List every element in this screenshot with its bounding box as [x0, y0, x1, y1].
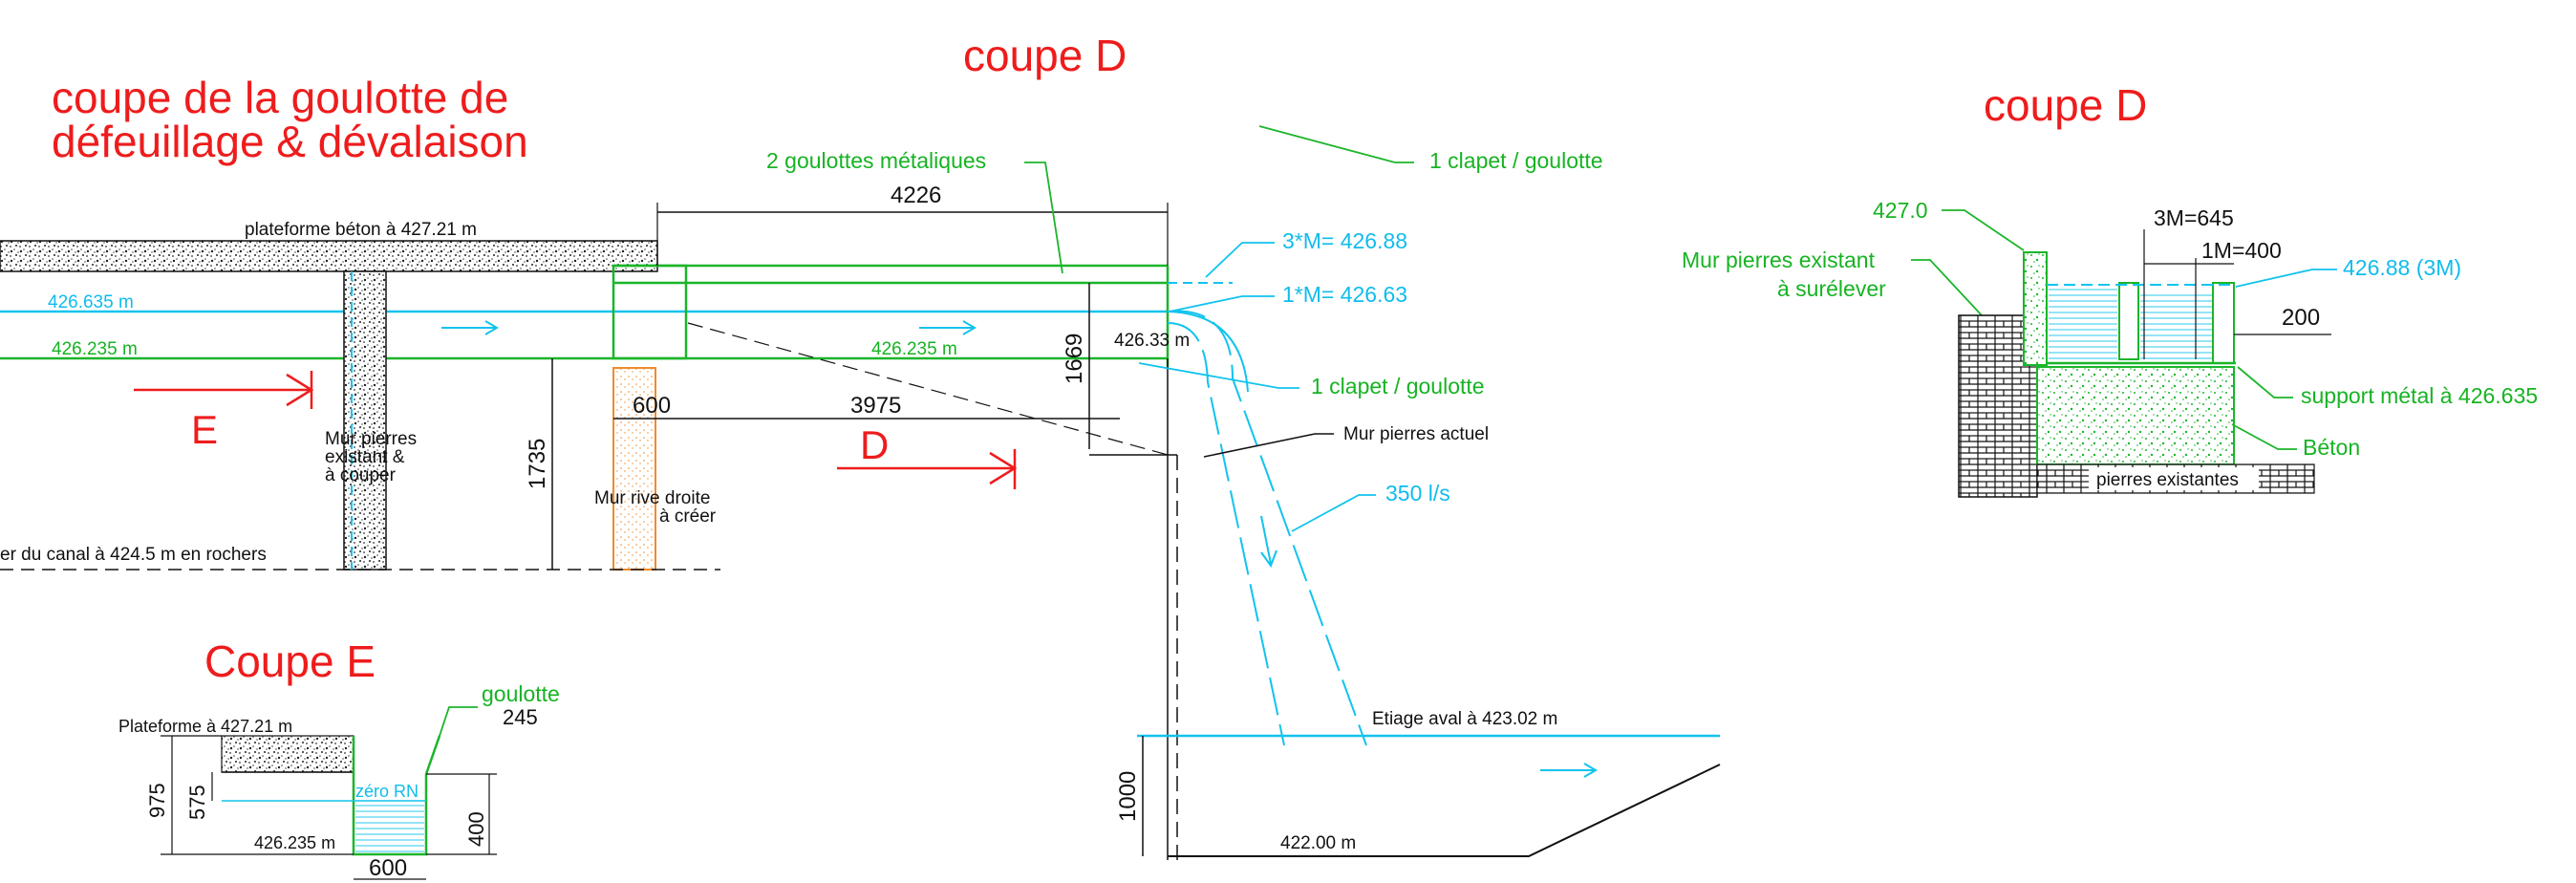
section-D-stones-label: pierres existantes: [2096, 470, 2239, 490]
section-D-4270-label: 427.0: [1873, 198, 1928, 223]
section-E-level-426235: 426.235 m: [254, 833, 335, 852]
section-E-platform-label: Plateforme à 427.21 m: [118, 717, 292, 736]
section-E-dim-400: 400: [464, 811, 488, 847]
dim-1669: 1669: [1062, 334, 1087, 384]
level-42633-label: 426.33 m: [1114, 331, 1190, 351]
jet-curve-solid: [1167, 311, 1249, 393]
dim-1000: 1000: [1115, 771, 1141, 822]
section-D-right-wall: [2212, 282, 2235, 364]
section-D-wall-label-l2: à surélever: [1777, 276, 1886, 301]
section-E-dim-245: 245: [503, 705, 538, 729]
section-D-water-large: [2049, 287, 2117, 359]
section-D-4270-leader: [1942, 209, 2025, 251]
section-D-dim-3M: 3M=645: [2154, 205, 2234, 230]
wall-existing-to-cut: [343, 270, 387, 571]
section-D-title: coupe D: [1984, 80, 2147, 130]
flow-350-leader: [1291, 494, 1376, 532]
section-D-beton-leader: [2231, 423, 2297, 450]
main-title-line2: défeuillage & dévalaison: [52, 117, 528, 166]
section-E-dim-975: 975: [145, 783, 169, 818]
section-E-channel: [352, 736, 428, 856]
coupe-d-center-title: coupe D: [963, 31, 1127, 80]
flow-350-label: 350 l/s: [1385, 481, 1450, 506]
jet-curve-inner: [1167, 322, 1285, 746]
dim-600: 600: [633, 393, 671, 419]
clapet-mid-leader: [1138, 362, 1299, 389]
section-E-goulotte-label: goulotte: [482, 681, 560, 706]
level-426635-label: 426.635 m: [48, 292, 134, 312]
dim-1735: 1735: [525, 439, 550, 489]
section-E-channel-right: [424, 735, 441, 775]
goulottes-leader: [1024, 162, 1063, 274]
level-426235-label-left: 426.235 m: [52, 339, 138, 359]
jet-flow-arrow: [1260, 515, 1277, 569]
section-D-water-small: [2140, 292, 2213, 359]
wall-right-bank-label-l1: Mur rive droite: [594, 488, 710, 508]
level-426235-label-mid: 426.235 m: [871, 339, 957, 359]
wall-actual-label: Mur pierres actuel: [1343, 424, 1489, 444]
section-D-raised-wall: [2023, 251, 2048, 366]
section-D-dim-200: 200: [2282, 305, 2320, 331]
section-E-zero-label: zéro RN: [355, 782, 419, 801]
diagonal-dashed-line: [687, 322, 1169, 456]
main-title-line1: coupe de la goulotte de: [52, 73, 508, 122]
section-D-support-label: support métal à 426.635: [2301, 383, 2538, 408]
concrete-platform: [0, 240, 658, 272]
section-D-42688-label: 426.88 (3M): [2343, 255, 2461, 280]
section-D-wall-label-l1: Mur pierres existant: [1682, 248, 1876, 272]
section-E-water: [355, 801, 424, 852]
section-E-letter: E: [191, 407, 218, 452]
section-D-42688-leader: [2235, 269, 2337, 288]
level-1M-label: 1*M= 426.63: [1282, 282, 1407, 307]
section-D-detail: coupe D 427.0 Mur pierres existant à sur…: [1682, 80, 2538, 498]
dim-3975: 3975: [850, 393, 901, 419]
clapet-top-label: 1 clapet / goulotte: [1429, 148, 1603, 173]
riverbed-line: [1168, 764, 1721, 857]
section-E-dim-600: 600: [369, 855, 407, 881]
level-3M-leader: [1205, 242, 1275, 278]
section-D-dim-1M: 1M=400: [2201, 238, 2282, 263]
section-E-dim-575: 575: [185, 785, 209, 820]
low-water-label: Etiage aval à 423.02 m: [1372, 709, 1557, 729]
section-marker-D: [837, 449, 1018, 489]
riverbed-level-label: 422.00 m: [1280, 833, 1356, 853]
main-section: coupe de la goulotte de défeuillage & dé…: [0, 31, 1721, 860]
section-E-platform: [221, 735, 354, 773]
platform-label: plateforme béton à 427.21 m: [245, 220, 477, 240]
section-marker-E: [134, 371, 314, 409]
wall-existing-label-l3: à couper: [325, 465, 397, 485]
clapet-mid-label: 1 clapet / goulotte: [1311, 374, 1485, 398]
section-E-title: Coupe E: [204, 636, 376, 686]
flow-arrow-mid: [919, 320, 977, 335]
wall-existing-label-l1: Mur pierres: [325, 429, 417, 449]
wall-actual-leader: [1203, 433, 1334, 458]
section-E: Coupe E goulotte 245 Plateforme à 427.21…: [118, 636, 560, 881]
wall-right-bank-to-create: [612, 367, 656, 571]
section-D-divider-wall: [2118, 282, 2139, 360]
clapet-top-leader: [1258, 125, 1414, 163]
wall-existing-label-l2: existant &: [325, 447, 405, 467]
section-D-wall-leader: [1911, 259, 1983, 316]
wall-right-bank-label-l2: à créer: [659, 506, 717, 527]
canal-bottom-label: er du canal à 424.5 m en rochers: [0, 545, 267, 565]
flow-arrow-left: [441, 320, 499, 335]
level-1M-leader: [1169, 295, 1275, 312]
dim-4226: 4226: [891, 183, 941, 208]
section-D-stones-label-bg: [2089, 467, 2259, 490]
goulotte-box: [612, 264, 688, 360]
section-D-support-leader: [2237, 366, 2293, 398]
section-E-goulotte-leader: [435, 706, 478, 748]
level-3M-label: 3*M= 426.88: [1282, 228, 1407, 253]
section-D-concrete: [2036, 366, 2235, 465]
goulottes-label: 2 goulottes métaliques: [766, 148, 986, 173]
section-D-beton-label: Béton: [2303, 435, 2360, 460]
section-D-letter: D: [860, 422, 889, 467]
downstream-flow-arrow: [1540, 763, 1598, 778]
